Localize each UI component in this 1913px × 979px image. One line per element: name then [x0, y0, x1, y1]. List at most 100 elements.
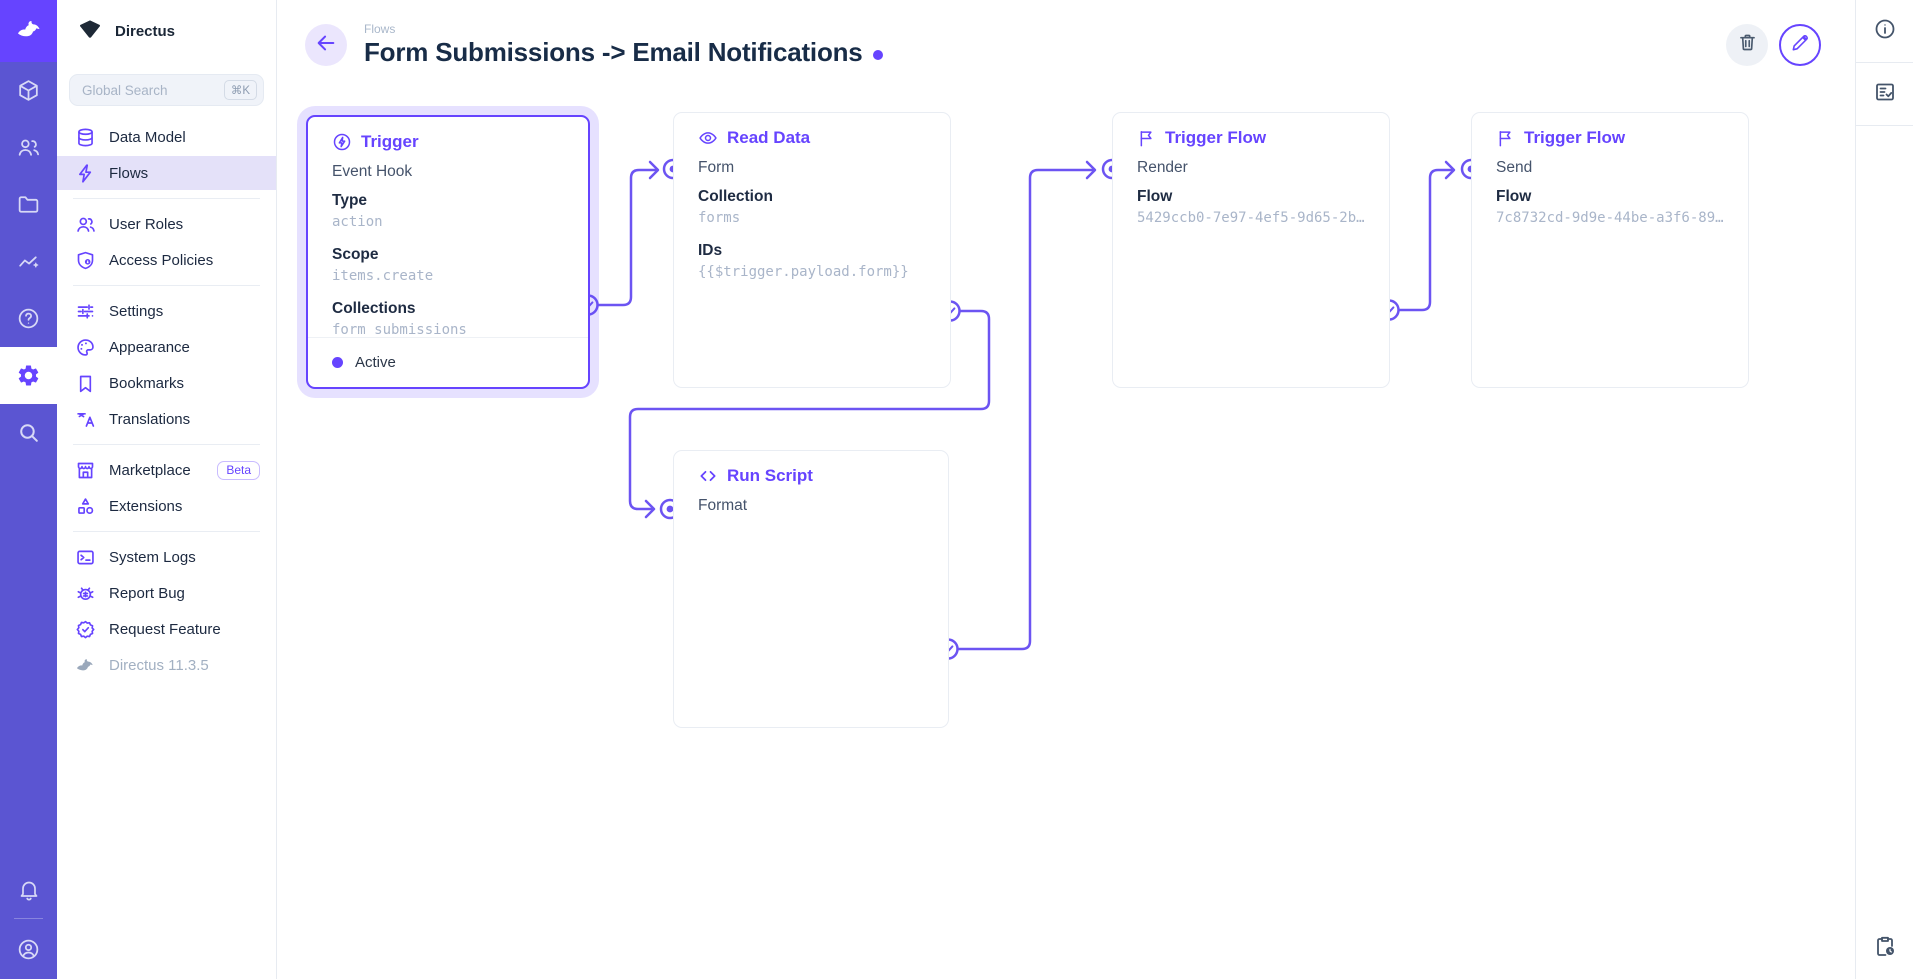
module-content-button[interactable] [0, 62, 57, 119]
node-trigger-flow-send[interactable]: Trigger Flow Send Flow 7c8732cd-9d9e-44b… [1471, 112, 1749, 388]
nav-divider [73, 198, 260, 199]
flag-icon [1496, 129, 1515, 148]
module-users-button[interactable] [0, 119, 57, 176]
breadcrumb[interactable]: Flows [364, 22, 396, 36]
sliders-icon [73, 299, 97, 323]
node-trigger[interactable]: Trigger Event Hook Type action Scope ite… [306, 115, 590, 389]
sidebar-item-label: Settings [109, 302, 164, 320]
sidebar-item-label: Access Policies [109, 251, 214, 269]
clipboard-clock-icon [1873, 934, 1897, 963]
search-icon [16, 420, 41, 445]
palette-icon [73, 335, 97, 359]
shapes-icon [73, 494, 97, 518]
field-value: forms [698, 210, 741, 226]
field-label: Scope [332, 246, 379, 263]
settings-gear-icon [16, 363, 41, 388]
sidebar-info-button[interactable] [1856, 0, 1913, 62]
module-files-button[interactable] [0, 176, 57, 233]
trigger-status-footer: Active [308, 337, 588, 387]
sidebar-item-marketplace[interactable]: Marketplace Beta [57, 453, 276, 487]
sidebar-item-extensions[interactable]: Extensions [57, 489, 276, 523]
node-type-label: Trigger Flow [1165, 128, 1267, 147]
global-search-input[interactable]: Global Search ⌘K [69, 74, 264, 106]
right-sidebar [1855, 0, 1913, 979]
header-actions [1726, 24, 1821, 66]
module-settings-button[interactable] [0, 347, 57, 404]
code-brackets-icon [698, 466, 718, 486]
cube-icon [16, 78, 41, 103]
node-option-name: Event Hook [332, 163, 413, 180]
status-dot [332, 357, 343, 368]
bell-icon [17, 878, 41, 902]
eye-icon [698, 128, 718, 148]
settings-nav: Data Model Flows User Roles Access Polic… [57, 116, 276, 684]
info-circle-icon [1873, 17, 1897, 46]
bug-icon [73, 581, 97, 605]
project-name: Directus [115, 22, 176, 40]
module-bar-spacer [0, 461, 57, 861]
right-sidebar-divider [1856, 62, 1913, 63]
field-label: IDs [698, 242, 723, 259]
directus-rabbit-small-icon [73, 653, 97, 677]
page-title: Form Submissions -> Email Notifications [364, 37, 863, 67]
sidebar-item-label: Bookmarks [109, 374, 185, 392]
account-button[interactable] [0, 919, 57, 979]
module-search-button[interactable] [0, 404, 57, 461]
field-label: Type [332, 192, 368, 209]
database-icon [73, 125, 97, 149]
node-option-name: Form [698, 159, 735, 176]
flow-run-history-button[interactable] [1856, 917, 1913, 979]
directus-logo-button[interactable] [0, 0, 57, 62]
sidebar-item-label: Appearance [109, 338, 190, 356]
sidebar-item-access-policies[interactable]: Access Policies [57, 243, 276, 277]
sidebar-item-label: System Logs [109, 548, 196, 566]
edit-flow-button[interactable] [1779, 24, 1821, 66]
rosette-check-icon [73, 617, 97, 641]
search-shortcut-badge: ⌘K [223, 80, 257, 100]
node-option-name: Render [1137, 159, 1188, 176]
user-group-icon [73, 212, 97, 236]
field-label: Collection [698, 188, 773, 205]
sidebar-item-label: Data Model [109, 128, 186, 146]
sidebar-item-system-logs[interactable]: System Logs [57, 540, 276, 574]
sidebar-item-user-roles[interactable]: User Roles [57, 207, 276, 241]
sidebar-item-request-feature[interactable]: Request Feature [57, 612, 276, 646]
node-option-name: Send [1496, 159, 1533, 176]
node-type-label: Trigger Flow [1524, 128, 1626, 147]
sidebar-item-label: Request Feature [109, 620, 221, 638]
nav-divider [73, 531, 260, 532]
sidebar-item-bookmarks[interactable]: Bookmarks [57, 366, 276, 400]
back-button[interactable] [305, 24, 347, 66]
field-value: action [332, 214, 383, 230]
sidebar-item-appearance[interactable]: Appearance [57, 330, 276, 364]
delete-flow-button[interactable] [1726, 24, 1768, 66]
field-value: 7c8732cd-9d9e-44be-a3f6-89… [1496, 210, 1724, 226]
field-label: Collections [332, 300, 416, 317]
sidebar-item-settings[interactable]: Settings [57, 294, 276, 328]
shield-lock-icon [73, 248, 97, 272]
flow-active-dot [872, 49, 883, 60]
sidebar-item-report-bug[interactable]: Report Bug [57, 576, 276, 610]
module-insights-button[interactable] [0, 233, 57, 290]
sidebar-item-label: Marketplace [109, 461, 191, 479]
flow-editor-main: Flows Form Submissions -> Email Notifica… [277, 0, 1855, 979]
list-check-icon [1873, 80, 1897, 109]
node-read-data[interactable]: Read Data Form Collection forms IDs {{$t… [673, 112, 951, 388]
sidebar-logs-button[interactable] [1856, 63, 1913, 125]
project-header[interactable]: Directus [57, 0, 276, 62]
field-label: Flow [1496, 188, 1532, 205]
notifications-button[interactable] [0, 861, 57, 918]
bookmark-icon [73, 371, 97, 395]
sidebar-item-data-model[interactable]: Data Model [57, 120, 276, 154]
node-trigger-flow-render[interactable]: Trigger Flow Render Flow 5429ccb0-7e97-4… [1112, 112, 1390, 388]
flag-icon [1137, 129, 1156, 148]
bolt-circle-icon [332, 132, 352, 152]
module-docs-button[interactable] [0, 290, 57, 347]
users-icon [16, 135, 41, 160]
sidebar-item-translations[interactable]: Translations [57, 402, 276, 436]
node-run-script[interactable]: Run Script Format [673, 450, 949, 728]
bolt-icon [73, 161, 97, 185]
field-label: Flow [1137, 188, 1173, 205]
sidebar-item-flows[interactable]: Flows [57, 156, 276, 190]
